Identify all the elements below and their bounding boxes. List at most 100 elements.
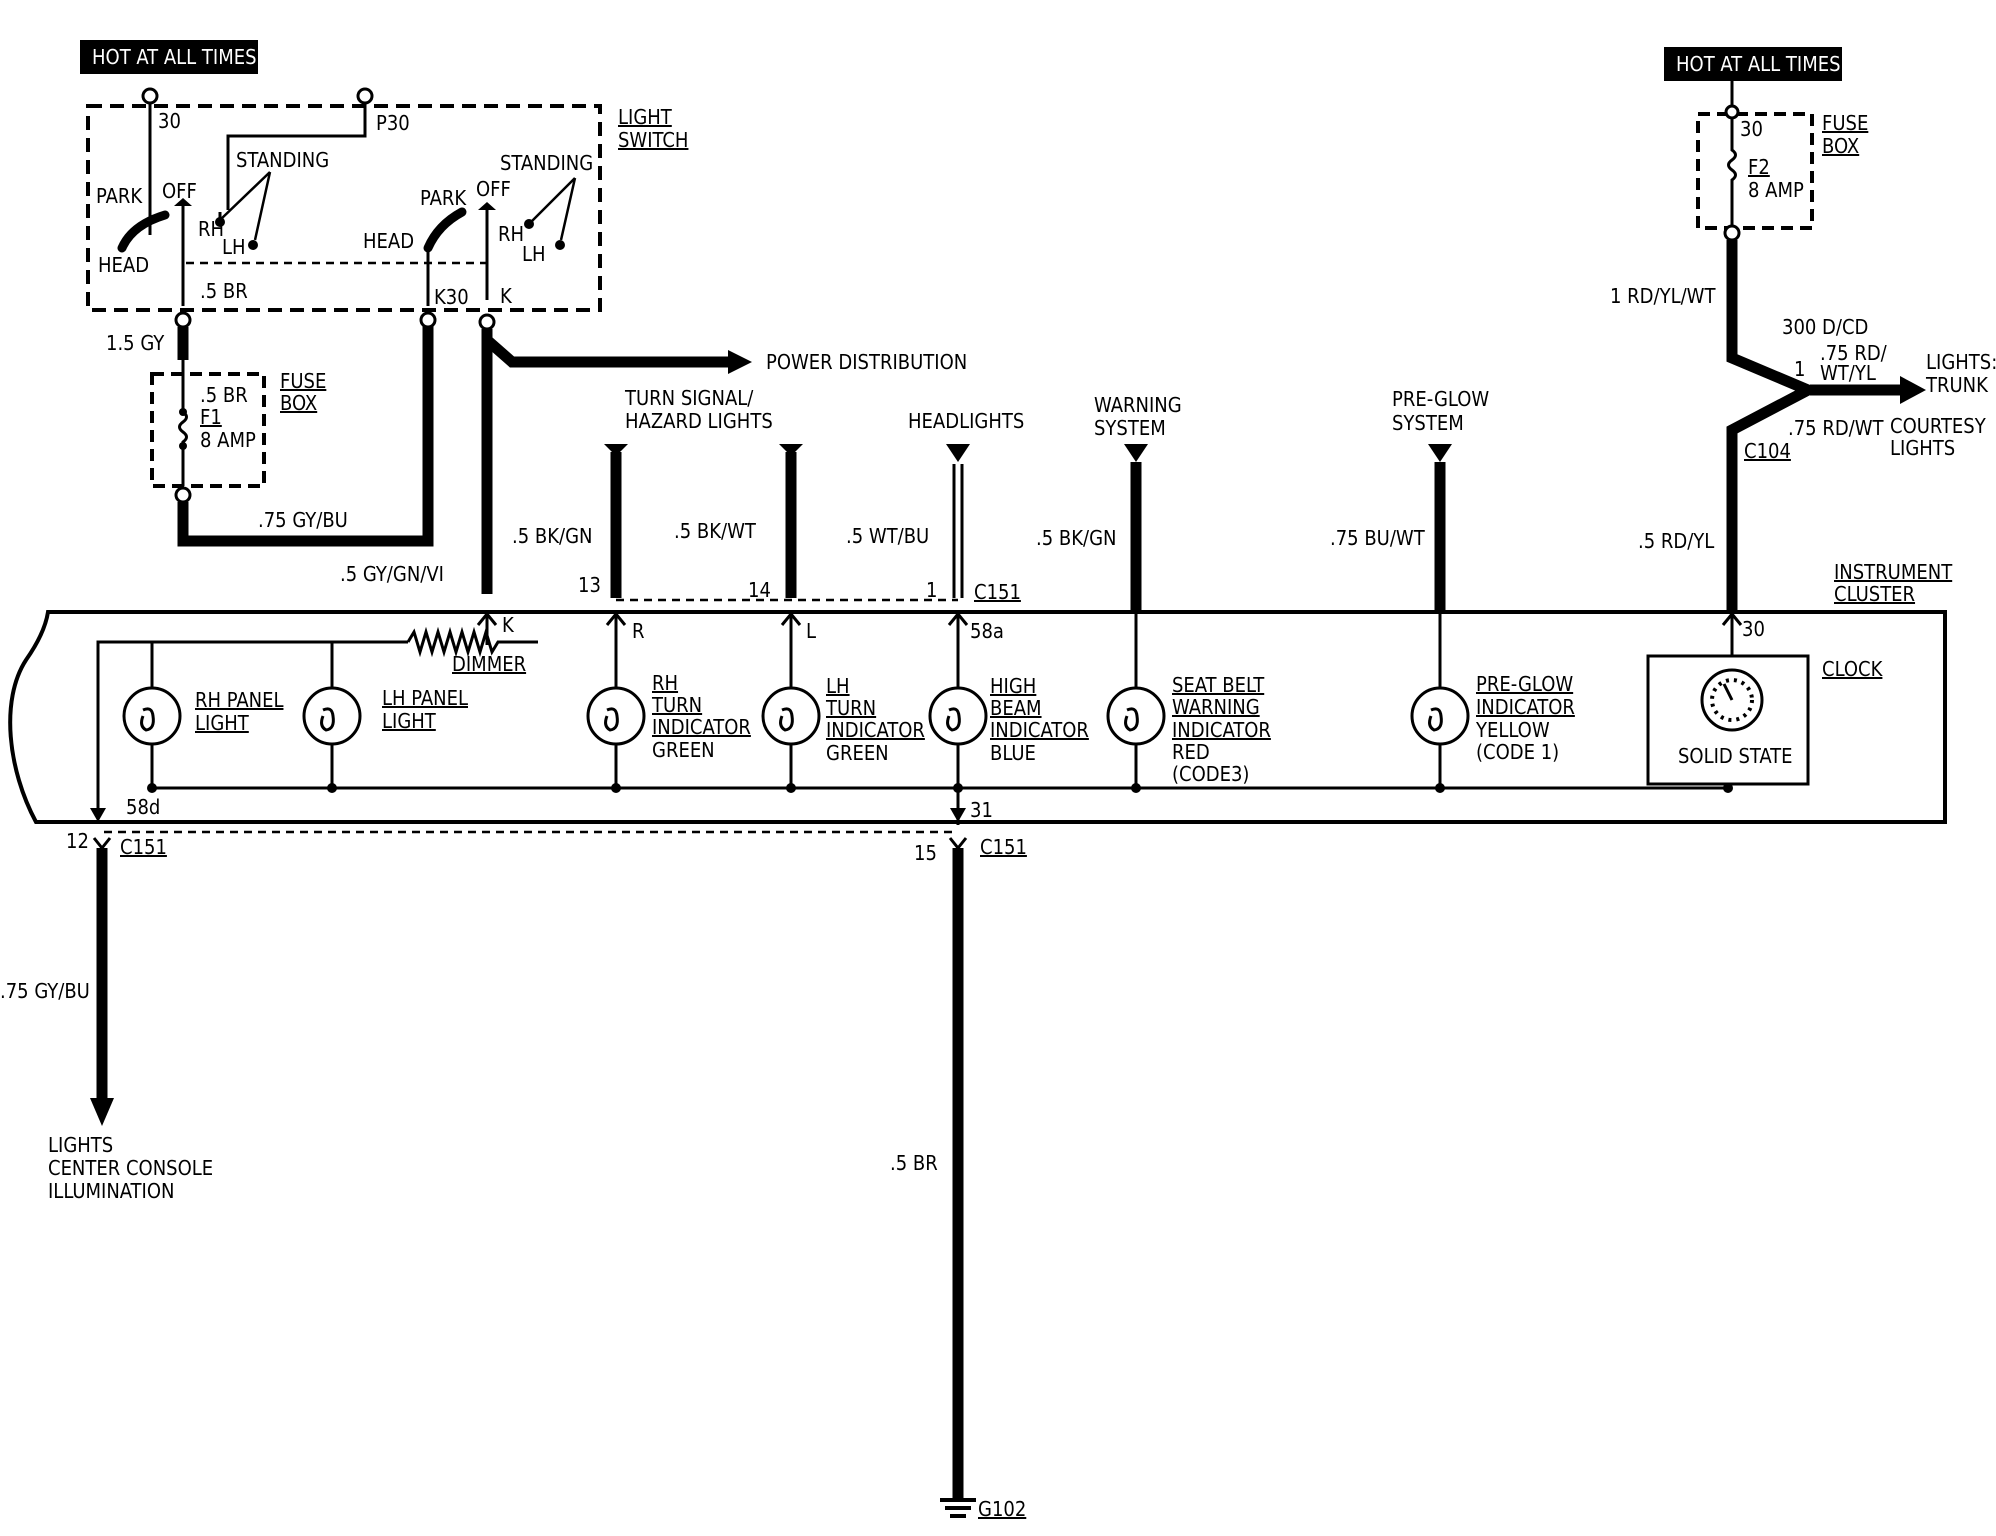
lh-turn-label-2: TURN (825, 696, 876, 720)
pin-1: 1 (926, 578, 937, 602)
pin-15: 15 (914, 841, 937, 865)
terminal-k30: K30 (434, 285, 469, 309)
console-label-3: ILLUMINATION (48, 1179, 174, 1203)
high-beam-label: HIGH (990, 674, 1036, 698)
turn-signal-label: TURN SIGNAL/ (624, 386, 754, 410)
rh-panel-light-label-2: LIGHT (195, 711, 250, 735)
pin-14: 14 (748, 578, 771, 602)
light-switch-box (86, 104, 602, 312)
ground-icon (940, 1498, 976, 1518)
lh-turn-label: LH (826, 674, 850, 698)
pin-l: L (806, 619, 816, 643)
rh-turn-label: RH (652, 671, 678, 695)
fuse-f2: F2 (1748, 155, 1770, 179)
fuse-box-left-label-2: BOX (280, 391, 317, 415)
switch-right-head: HEAD (363, 229, 414, 253)
fuse-box-right (1696, 112, 1814, 230)
preglow-label: PRE-GLOW (1476, 672, 1573, 696)
seat-belt-label-5: (CODE3) (1172, 762, 1249, 786)
pin-58a: 58a (970, 619, 1004, 643)
hot-at-all-times-tag-left: HOT AT ALL TIMES (80, 40, 258, 74)
svg-text:HOT AT ALL TIMES: HOT AT ALL TIMES (92, 45, 257, 69)
wire-05bkgn-1: .5 BK/GN (512, 524, 592, 548)
wire-05bkwt: .5 BK/WT (674, 519, 757, 543)
terminal-k: K (500, 284, 513, 308)
switch-left-lh: LH (222, 235, 246, 259)
switch-left-off: OFF (162, 179, 197, 203)
c151-mid-label: C151 (980, 835, 1027, 859)
switch-right-rh: RH (498, 222, 524, 246)
fuse-right-30: 30 (1740, 117, 1763, 141)
pin-12: 12 (66, 829, 89, 853)
switch-right-standing: STANDING (500, 151, 593, 175)
pin-r: R (632, 619, 645, 643)
rh-turn-label-4: GREEN (652, 738, 715, 762)
wire-05wtbu: .5 WT/BU (846, 524, 929, 548)
splice-300: 300 D/CD (1782, 315, 1868, 339)
headlights-label: HEADLIGHTS (908, 409, 1024, 433)
preglow-label-2: INDICATOR (1476, 695, 1575, 719)
preglow-system-label: PRE-GLOW (1392, 387, 1489, 411)
courtesy-label: COURTESY (1890, 414, 1987, 438)
preglow-label-4: (CODE 1) (1476, 740, 1559, 764)
rh-turn-label-2: TURN (651, 693, 702, 717)
pin-30: 30 (1742, 617, 1765, 641)
warning-system-label-2: SYSTEM (1094, 416, 1166, 440)
switch-left-park: PARK (96, 184, 143, 208)
wire-075gybu-v: .75 GY/BU (0, 979, 90, 1003)
c151-top-label: C151 (974, 580, 1021, 604)
console-label-2: CENTER CONSOLE (48, 1156, 213, 1180)
light-switch-label: LIGHT (618, 105, 673, 129)
courtesy-label-2: LIGHTS (1890, 436, 1955, 460)
high-beam-label-2: BEAM (990, 696, 1042, 720)
fuse-box-left (150, 372, 266, 488)
c151-left-label: C151 (120, 835, 167, 859)
pin-58d: 58d (126, 795, 160, 819)
wire-05gygnvi: .5 GY/GN/VI (340, 562, 444, 586)
fuse-f1-amp: 8 AMP (200, 428, 256, 452)
wire-075rdwt: .75 RD/WT (1788, 416, 1885, 440)
wire-05bkgn-2: .5 BK/GN (1036, 526, 1116, 550)
high-beam-label-3: INDICATOR (990, 718, 1089, 742)
lh-turn-label-4: GREEN (826, 741, 889, 765)
terminal-30: 30 (158, 109, 181, 133)
wire-075rdwtyl: .75 RD/ (1820, 341, 1888, 365)
lh-panel-light-label-2: LIGHT (382, 709, 437, 733)
fuse-box-left-label: FUSE (280, 369, 326, 393)
console-label: LIGHTS (48, 1133, 113, 1157)
lh-panel-light-label: LH PANEL (382, 686, 468, 710)
preglow-system-label-2: SYSTEM (1392, 411, 1464, 435)
ground-label: G102 (978, 1497, 1026, 1521)
switch-left-standing: STANDING (236, 148, 329, 172)
instrument-cluster-label-2: CLUSTER (1834, 582, 1915, 606)
seat-belt-label-4: RED (1172, 740, 1210, 764)
wire-075buwt: .75 BU/WT (1330, 526, 1426, 550)
clock-inner-label: SOLID STATE (1678, 744, 1792, 768)
rh-panel-light-label: RH PANEL (195, 688, 283, 712)
wire-05rdyl: .5 RD/YL (1638, 529, 1714, 553)
hot-at-all-times-tag-right: HOT AT ALL TIMES (1664, 47, 1842, 81)
switch-right-off: OFF (476, 177, 511, 201)
fuse-left-wire: .5 BR (200, 383, 248, 407)
power-distribution-label: POWER DISTRIBUTION (766, 350, 967, 374)
switch-right-park: PARK (420, 186, 467, 210)
pin-31: 31 (970, 798, 993, 822)
lh-turn-label-3: INDICATOR (826, 718, 925, 742)
wire-075gybu-h: .75 GY/BU (258, 508, 348, 532)
pin-13: 13 (578, 573, 601, 597)
c104-label: C104 (1744, 439, 1791, 463)
seat-belt-label-3: INDICATOR (1172, 718, 1271, 742)
instrument-cluster-label: INSTRUMENT (1834, 560, 1953, 584)
fuse-box-right-label-2: BOX (1822, 134, 1859, 158)
light-switch-label-2: SWITCH (618, 128, 688, 152)
wire-15gy: 1.5 GY (106, 331, 165, 355)
rh-turn-label-3: INDICATOR (652, 715, 751, 739)
warning-system-label: WARNING (1094, 393, 1182, 417)
fuse-f1: F1 (200, 405, 222, 429)
dimmer-pin-k: K (502, 613, 515, 637)
terminal-p30: P30 (376, 111, 410, 135)
wire-05br-top: .5 BR (200, 279, 248, 303)
pin-1-c104: 1 (1794, 357, 1805, 381)
high-beam-label-4: BLUE (990, 741, 1036, 765)
